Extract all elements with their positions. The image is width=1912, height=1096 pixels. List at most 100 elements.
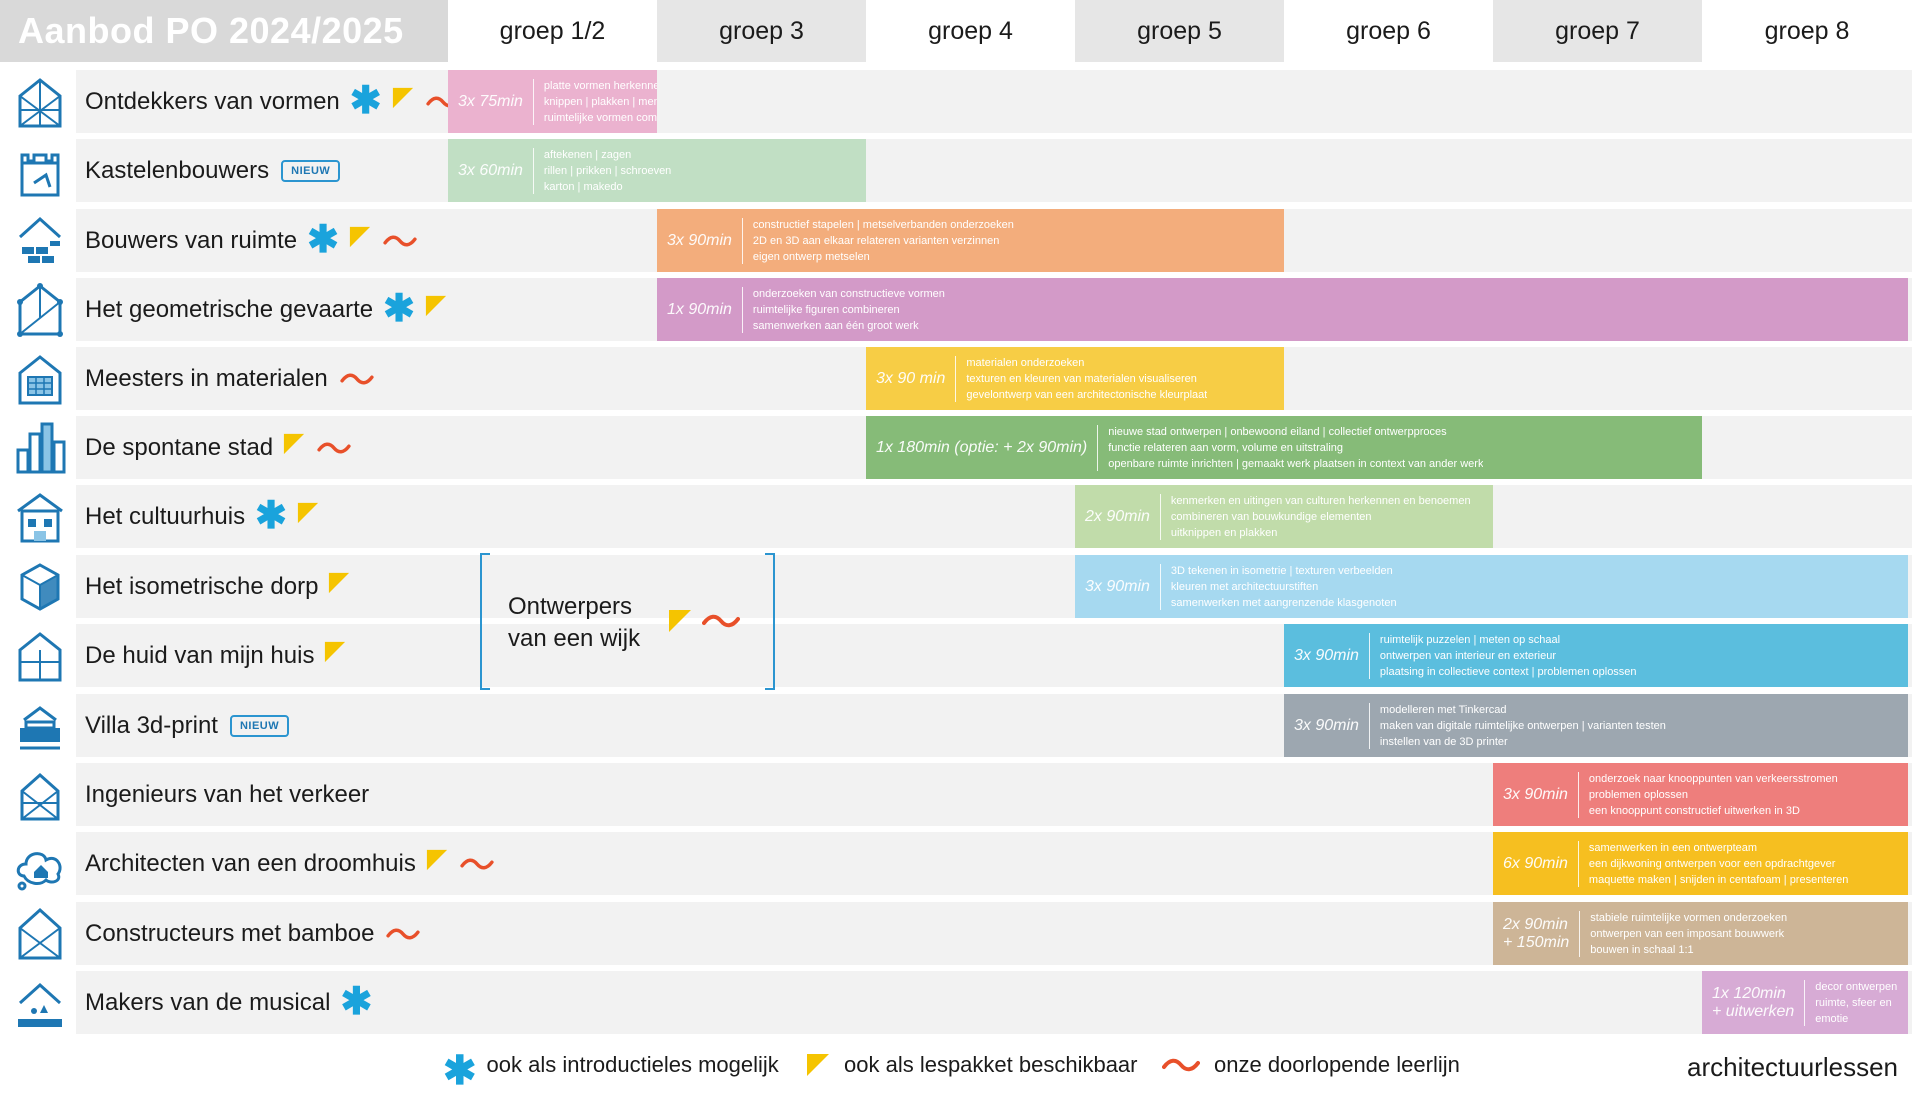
lesson-name-text: Het geometrische gevaarte (85, 295, 374, 323)
title-text: Aanbod PO 2024/2025 (18, 10, 404, 51)
lesson-duration: 1x 180min (optie: + 2x 90min) (876, 438, 1088, 456)
lesson-description-line: constructief stapelen | metselverbanden … (752, 218, 1014, 231)
bridge-house-icon (14, 767, 66, 823)
lesson-description-line: functie relateren aan vorm, volume en ui… (1108, 441, 1344, 454)
lesson-name-text: Het isometrische dorp (85, 572, 319, 600)
isometric-house-icon (14, 559, 66, 615)
lesson-name: Het geometrische gevaarte✱ (85, 278, 447, 341)
legend-flag-text: ook als lespakket beschikbaar (844, 1052, 1138, 1077)
legend-star-text: ook als introductieles mogelijk (486, 1052, 779, 1077)
lesson-description-line: ruimtelijk puzzelen | meten op schaal (1379, 633, 1561, 646)
lesson-duration: 2x 90min (1085, 507, 1150, 525)
group-header: groep 6 (1284, 0, 1493, 62)
lesson-name-text: Ontdekkers van vormen (85, 87, 340, 115)
flag-icon (328, 572, 350, 601)
legend-wave: onze doorlopende leerlijn (1162, 1052, 1460, 1078)
city-skyline-icon (14, 420, 66, 476)
lesson-name-text: Bouwers van ruimte (85, 226, 298, 254)
lesson-description: 3D tekenen in isometrie | texturen verbe… (1171, 563, 1397, 611)
castle-icon (14, 143, 66, 199)
bar-separator (1368, 702, 1370, 749)
lesson-description-line: instellen van de 3D printer (1379, 735, 1508, 748)
bar-separator (1579, 910, 1581, 957)
wijk-left-bracket (480, 553, 490, 690)
group-header: groep 5 (1075, 0, 1284, 62)
lesson-description-line: eigen ontwerp metselen (752, 250, 870, 263)
bar-separator (532, 78, 534, 125)
star-icon: ✱ (443, 1049, 477, 1093)
group-header: groep 4 (866, 0, 1075, 62)
star-icon: ✱ (255, 495, 287, 537)
lesson-description-line: knippen | plakken | mening vormen (543, 95, 657, 108)
geometric-frame-icon (14, 282, 66, 338)
flag-icon (324, 641, 346, 670)
flag-icon (283, 433, 305, 462)
bar-separator (955, 355, 957, 402)
lesson-duration: 3x 75min (458, 92, 523, 110)
lesson-duration: 3x 90min (1085, 577, 1150, 595)
flag-icon (669, 610, 691, 632)
lesson-description-line: ruimte, sfeer en (1815, 996, 1892, 1009)
lesson-bar: 2x 90min kenmerken en uitingen van cultur… (1075, 485, 1493, 548)
wijk-label-line-1: Ontwerpers (508, 593, 633, 620)
crystal-house-icon (14, 74, 66, 130)
lesson-description-line: ontwerpen van een imposant bouwwerk (1590, 927, 1785, 940)
lesson-name-text: Meesters in materialen (85, 364, 328, 392)
bar-separator (532, 147, 534, 194)
wijk-label-line-2: van een wijk (508, 625, 641, 652)
legend-flag: ook als lespakket beschikbaar (806, 1052, 1138, 1078)
bar-separator (1368, 632, 1370, 679)
lesson-name-text: Makers van de musical (85, 988, 331, 1016)
lesson-name: Meesters in materialen (85, 347, 376, 410)
lesson-description-line: gevelontwerp van een architectonische kl… (966, 388, 1208, 401)
lesson-name: Ingenieurs van het verkeer (85, 763, 369, 826)
group-header: groep 3 (657, 0, 866, 62)
lesson-description-line: ruimtelijke vormen combineren (543, 111, 657, 124)
flag-icon (392, 87, 414, 116)
lesson-description-line: emotie (1815, 1012, 1849, 1025)
lesson-description-line: plaatsing in collectieve context | probl… (1379, 665, 1637, 678)
bar-separator (1159, 563, 1161, 610)
star-icon: ✱ (340, 981, 373, 1023)
lesson-duration: 3x 90min (667, 231, 732, 249)
wave-icon (315, 434, 353, 462)
lesson-name-text: Ingenieurs van het verkeer (85, 780, 370, 808)
lesson-description-line: bouwen in schaal 1:1 (1590, 943, 1694, 956)
star-icon: ✱ (307, 219, 339, 261)
row-background (76, 139, 1912, 202)
bar-separator (741, 286, 743, 333)
lesson-description-line: aftekenen | zagen (543, 148, 632, 161)
lesson-description-line: samenwerken in een ontwerpteam (1588, 841, 1758, 854)
lesson-description-line: samenwerken aan één groot werk (752, 319, 919, 332)
stage-icon (14, 975, 66, 1031)
lesson-description-line: kenmerken en uitingen van culturen herke… (1170, 494, 1471, 507)
printer-house-icon (14, 698, 66, 754)
lesson-description-line: rillen | prikken | schroeven (543, 164, 672, 177)
house-outline-icon (14, 628, 66, 684)
group-header: groep 7 (1493, 0, 1702, 62)
flag-icon (297, 502, 319, 531)
lesson-bar: 1x 180min (optie: + 2x 90min)nieuwe stad… (866, 416, 1702, 479)
brick-house-icon (14, 213, 66, 269)
lesson-description-line: uitknippen en plakken (1170, 526, 1278, 539)
lesson-duration: 2x 90min + 150min (1503, 915, 1570, 951)
lesson-name: Constructeurs met bamboe (85, 902, 422, 965)
lesson-duration: 3x 90 min (876, 369, 946, 387)
lesson-name: Het isometrische dorp (85, 555, 350, 618)
lesson-name-text: Villa 3d-print (85, 711, 218, 739)
new-badge: NIEUW (281, 159, 341, 182)
culture-house-icon (14, 489, 66, 545)
legend-wave-text: onze doorlopende leerlijn (1214, 1052, 1460, 1077)
